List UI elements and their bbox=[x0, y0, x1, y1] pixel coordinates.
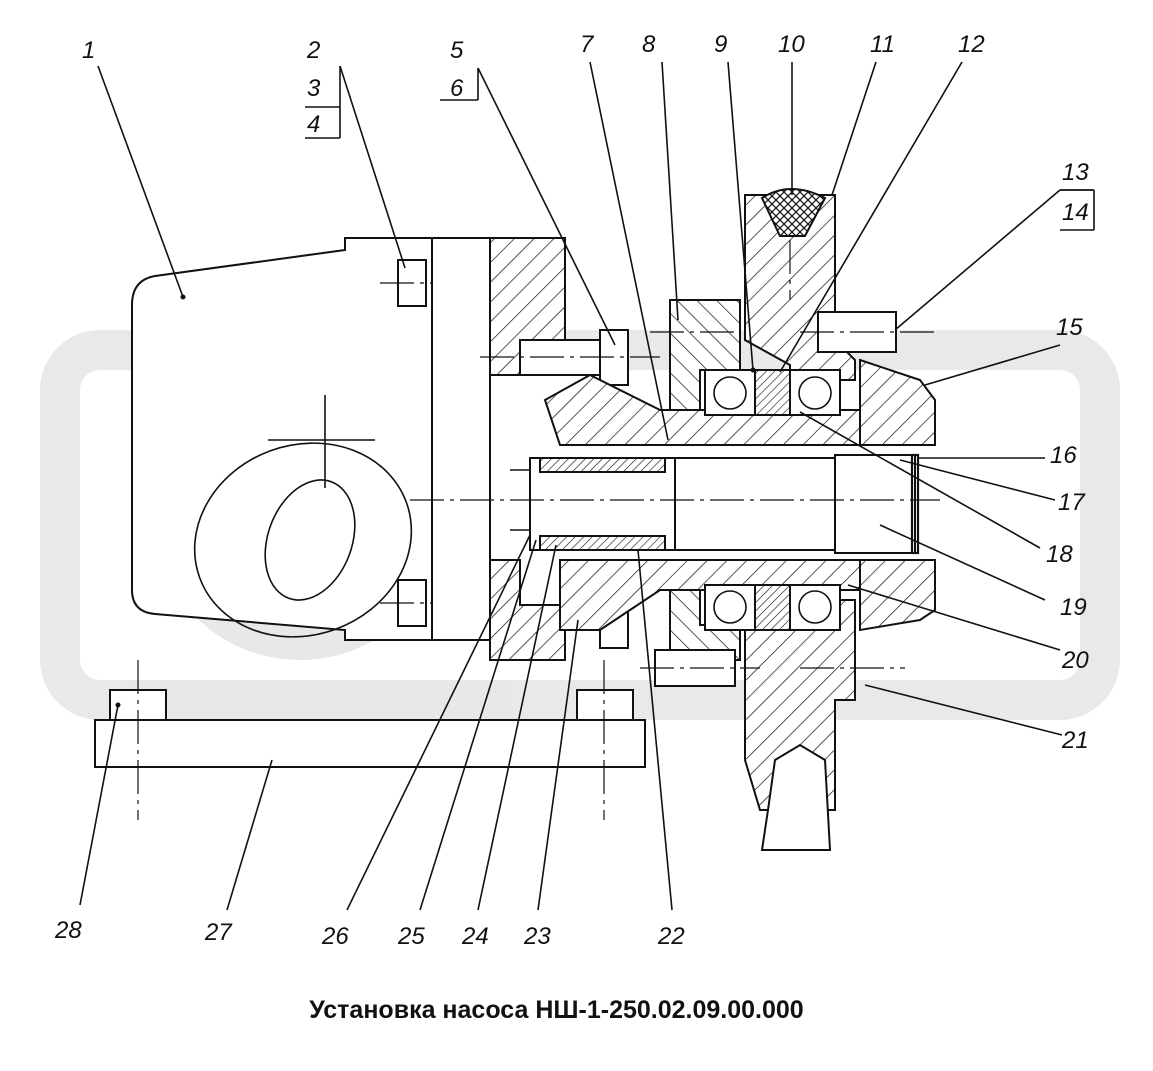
callout-18: 18 bbox=[1046, 541, 1073, 568]
callout-9: 9 bbox=[714, 31, 727, 58]
end-cap bbox=[640, 311, 940, 687]
callout-13: 13 bbox=[1062, 159, 1089, 186]
callout-26: 26 bbox=[321, 923, 349, 950]
leader-lines bbox=[79, 61, 1095, 911]
bearings bbox=[704, 369, 841, 631]
callout-23: 23 bbox=[523, 923, 551, 950]
callout-25: 25 bbox=[397, 923, 425, 950]
callout-27: 27 bbox=[204, 919, 233, 946]
callout-19: 19 bbox=[1060, 594, 1087, 621]
pump-body bbox=[131, 237, 480, 641]
callout-16: 16 bbox=[1050, 442, 1077, 469]
callout-4: 4 bbox=[307, 111, 320, 138]
base-plate bbox=[94, 660, 646, 820]
callout-28: 28 bbox=[54, 917, 82, 944]
callout-22: 22 bbox=[657, 923, 685, 950]
callout-6: 6 bbox=[450, 75, 464, 102]
callout-2: 2 bbox=[306, 37, 320, 64]
callout-numbers: 1 2 3 4 5 6 7 8 9 10 11 12 13 14 15 16 1… bbox=[54, 31, 1089, 950]
callout-20: 20 bbox=[1061, 647, 1089, 674]
callout-10: 10 bbox=[778, 31, 805, 58]
callout-11: 11 bbox=[870, 31, 895, 58]
callout-1: 1 bbox=[82, 37, 95, 64]
callout-8: 8 bbox=[642, 31, 656, 58]
callout-7: 7 bbox=[580, 31, 595, 58]
callout-15: 15 bbox=[1056, 314, 1083, 341]
callout-3: 3 bbox=[307, 75, 321, 102]
callout-14: 14 bbox=[1062, 199, 1089, 226]
callout-17: 17 bbox=[1058, 489, 1086, 516]
callout-5: 5 bbox=[450, 37, 464, 64]
callout-24: 24 bbox=[461, 923, 489, 950]
drawing-title: Установка насоса НШ-1-250.02.09.00.000 bbox=[309, 996, 804, 1024]
callout-12: 12 bbox=[958, 31, 985, 58]
bearing-housing bbox=[543, 299, 861, 661]
flange bbox=[431, 237, 660, 661]
callout-21: 21 bbox=[1061, 727, 1089, 754]
